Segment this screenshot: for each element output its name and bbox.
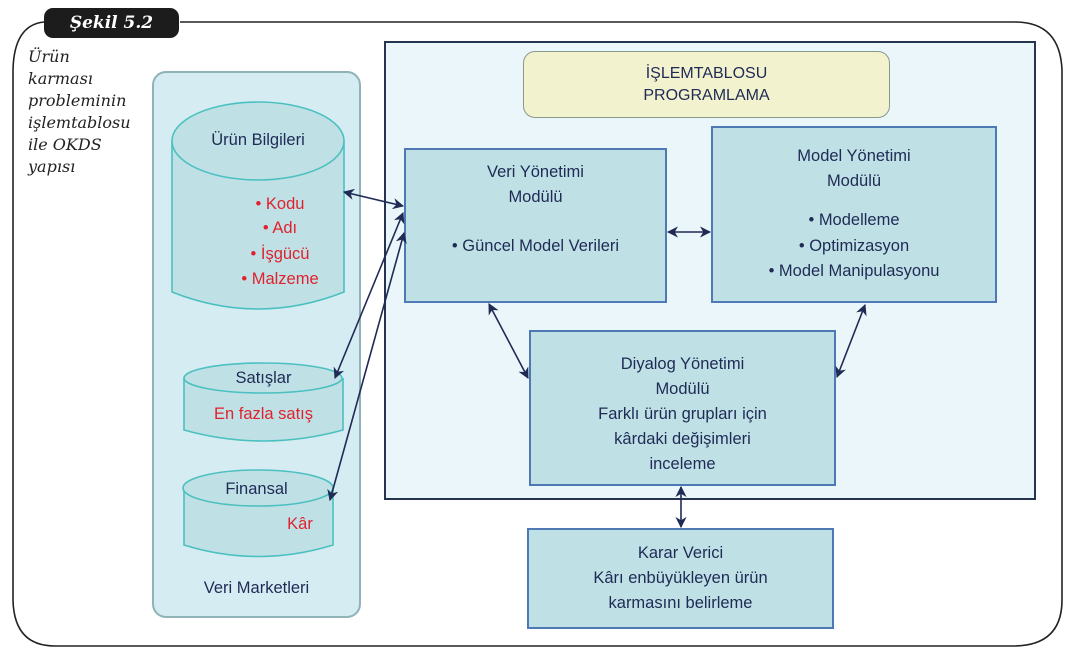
- product-info-item: • İşgücü: [250, 245, 310, 263]
- product-info-item: • Adı: [262, 219, 298, 237]
- model-management-item: • Optimizasyon: [798, 237, 910, 255]
- product-info-title: Ürün Bilgileri: [211, 131, 305, 149]
- model-management-title: Model Yönetimi: [797, 147, 911, 165]
- figure-caption: Ürün karması probleminin işlemtablosu il…: [28, 46, 148, 178]
- data-management-item: • Güncel Model Verileri: [451, 237, 620, 255]
- dialog-management-line: Diyalog Yönetimi: [620, 355, 745, 373]
- caption-line: karması: [28, 69, 93, 88]
- model-management-item: • Model Manipulasyonu: [768, 262, 940, 280]
- model-management-item: • Modelleme: [808, 211, 900, 229]
- caption-line: ile OKDS: [28, 135, 102, 154]
- spreadsheet-programming-box: İŞLEMTABLOSU PROGRAMLAMA: [523, 51, 890, 118]
- figure-label: Şekil 5.2: [44, 8, 179, 38]
- spreadsheet-title-line: PROGRAMLAMA: [643, 86, 770, 104]
- model-management-module: Model Yönetimi Modülü • Modelleme • Opti…: [711, 126, 997, 303]
- decision-maker-box: Karar Verici Kârı enbüyükleyen ürün karm…: [527, 528, 834, 629]
- dialog-management-line: Modülü: [655, 380, 710, 398]
- dialog-management-line: inceleme: [649, 455, 716, 473]
- finance-cylinder: [182, 469, 334, 558]
- data-management-title: Modülü: [508, 188, 563, 206]
- data-management-module: Veri Yönetimi Modülü • Güncel Model Veri…: [404, 148, 667, 303]
- finance-title: Finansal: [225, 480, 288, 498]
- sales-title: Satışlar: [235, 369, 292, 387]
- finance-item: Kâr: [287, 515, 313, 533]
- sales-item: En fazla satış: [213, 405, 314, 423]
- decision-maker-line: karmasını belirleme: [608, 594, 753, 612]
- caption-line: probleminin: [28, 91, 127, 110]
- product-info-item: • Kodu: [255, 195, 305, 213]
- dialog-management-line: Farklı ürün grupları için: [598, 405, 767, 423]
- dialog-management-module: Diyalog Yönetimi Modülü Farklı ürün grup…: [529, 330, 836, 486]
- caption-line: işlemtablosu: [28, 113, 131, 132]
- product-info-cylinder: [171, 101, 345, 310]
- model-management-title: Modülü: [826, 172, 882, 190]
- data-marts-title: Veri Marketleri: [203, 579, 310, 597]
- decision-maker-line: Kârı enbüyükleyen ürün: [593, 569, 768, 587]
- caption-line: Ürün: [28, 47, 70, 66]
- decision-maker-line: Karar Verici: [637, 544, 724, 562]
- product-info-item: • Malzeme: [241, 270, 319, 288]
- caption-line: yapısı: [28, 157, 76, 176]
- data-management-title: Veri Yönetimi: [487, 163, 584, 181]
- spreadsheet-title-line: İŞLEMTABLOSU: [645, 64, 768, 82]
- dialog-management-line: kârdaki değişimleri: [614, 430, 751, 448]
